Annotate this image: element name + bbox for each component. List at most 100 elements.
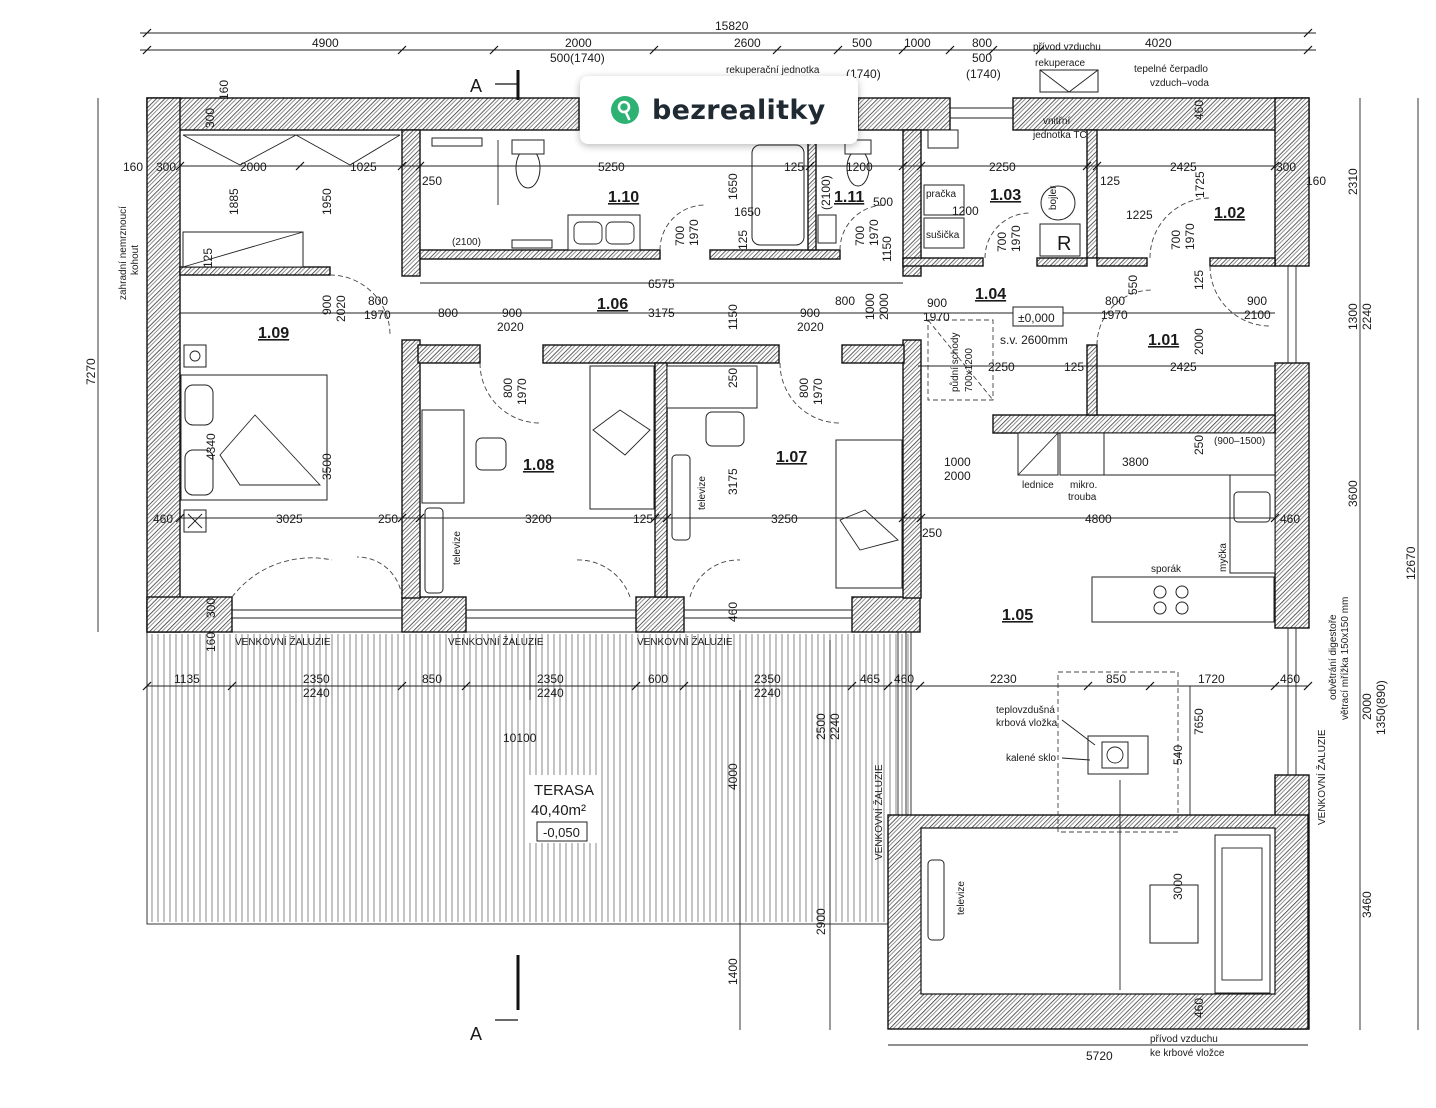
- dim-r1300: 1300: [1346, 303, 1360, 330]
- dim-b4000: 4000: [726, 763, 740, 790]
- dim-i550: 550: [1126, 275, 1140, 295]
- dimension-ticks: [142, 28, 1313, 691]
- dim-b2350c: 2350: [754, 672, 781, 686]
- dim-b465: 465: [860, 672, 880, 686]
- tv-107: [671, 454, 691, 541]
- dim-b1720: 1720: [1198, 672, 1225, 686]
- label-rekuperacni-jednotka: rekuperační jednotka: [726, 65, 820, 76]
- room-label-1-10: 1.10: [608, 189, 639, 206]
- chair-107: [705, 411, 745, 447]
- dim-i2000d: 2000: [944, 469, 971, 483]
- wall-part-2: [419, 249, 661, 260]
- dim-i125g: 125: [633, 512, 653, 526]
- wall-part-3: [709, 249, 841, 260]
- dim-i300b: 300: [1276, 160, 1296, 174]
- doors: [231, 197, 1271, 598]
- label-kalene-sklo: kalené sklo: [1006, 753, 1056, 764]
- furniture: [180, 69, 1276, 994]
- terrace-outline: [146, 631, 912, 925]
- dim-i1970e: 1970: [364, 308, 391, 322]
- dim-i900b: 900: [502, 306, 522, 320]
- room-label-1-04: 1.04: [975, 286, 1006, 303]
- room-label-1-06: 1.06: [597, 296, 628, 313]
- bathtub: [751, 144, 805, 246]
- dim-i6575: 6575: [648, 277, 675, 291]
- desk-108: [421, 409, 465, 504]
- brand-logo[interactable]: bezrealitky: [580, 76, 858, 144]
- label-odvetrani-digestore: odvětrání digestoře: [1328, 614, 1339, 700]
- dim-i460a: 460: [153, 512, 173, 526]
- key-pin-icon: [611, 96, 639, 124]
- dim-i1150a: 1150: [880, 236, 894, 262]
- dim-r3460: 3460: [1360, 891, 1374, 918]
- dim-i1970a: 1970: [687, 219, 701, 246]
- dim-b5720: 5720: [1086, 1049, 1113, 1063]
- label-R: R: [1057, 233, 1071, 255]
- section-marker-bottom: A: [470, 955, 520, 1044]
- kitchen-counter-top: [1103, 432, 1276, 476]
- dim-i1970i: 1970: [811, 378, 825, 405]
- dim-r2240: 2240: [1360, 303, 1374, 330]
- dim-i2000c: 2000: [1192, 328, 1206, 355]
- dim-b2240c: 2240: [754, 686, 781, 700]
- dim-i5250: 5250: [598, 160, 625, 174]
- dim-b460b: 460: [1280, 672, 1300, 686]
- dim-i1970g: 1970: [1101, 308, 1128, 322]
- dim-i1225: 1225: [1126, 208, 1153, 222]
- wall-part-4: [902, 257, 984, 267]
- label-zaluzie-5: VENKOVNÍ ŽALUZIE: [1315, 729, 1328, 825]
- dim-i3175a: 3175: [648, 306, 675, 320]
- label-lednice: lednice: [1022, 480, 1054, 491]
- label-tepelne-cerpadlo: tepelné čerpadlo: [1134, 64, 1208, 75]
- dim-i1000a: 1000: [863, 293, 877, 320]
- dim-i2100a: (2100): [819, 175, 833, 210]
- dim-b850a: 850: [422, 672, 442, 686]
- dim-i800c: 800: [835, 294, 855, 308]
- label-sporak: sporák: [1151, 564, 1182, 575]
- windows: [232, 107, 1297, 815]
- dimension-texts: 15820 4900 2000 500(1740) 2600 500 (1740…: [84, 19, 1418, 1063]
- dim-i1200b: 1200: [952, 204, 979, 218]
- dim-b10100: 10100: [503, 731, 537, 745]
- dim-r2310: 2310: [1346, 168, 1360, 195]
- dim-i2020a: 2020: [334, 295, 348, 322]
- dim-b460c: 460: [1192, 998, 1206, 1018]
- kitchen-island: [1091, 576, 1275, 623]
- dim-i2425b: 2425: [1170, 360, 1197, 374]
- double-sink: [567, 214, 641, 251]
- label-privod-vzduchu-bottom: přívod vzduchu: [1150, 1034, 1218, 1045]
- dim-b2240d: 2240: [828, 713, 842, 740]
- dim-i2020b: 2020: [497, 320, 524, 334]
- terrace-level: -0,050: [543, 825, 580, 840]
- dim-i1150b: 1150: [726, 304, 740, 330]
- dim-b2900: 2900: [814, 908, 828, 935]
- tv-108: [424, 507, 444, 594]
- label-pudni-schody-size: 700x1200: [964, 348, 975, 392]
- wall-int-6: [542, 344, 780, 364]
- dim-i250e: 250: [922, 526, 942, 540]
- dim-i2425a: 2425: [1170, 160, 1197, 174]
- dim-b540: 540: [1171, 745, 1185, 765]
- dim-i2250b: 2250: [988, 360, 1015, 374]
- dim-i700c: 700: [995, 232, 1009, 252]
- dim-i900e: 900: [1247, 294, 1267, 308]
- terrace-name: TERASA: [534, 782, 594, 799]
- dim-i250d: 250: [378, 512, 398, 526]
- dim-b3000: 3000: [1171, 873, 1185, 900]
- label-zaluzie-1: VENKOVNÍ ŽALUZIE: [235, 635, 331, 648]
- label-televize-107: televize: [697, 476, 708, 510]
- dim-i1885: 1885: [227, 188, 241, 215]
- dim-i2000b: 2000: [877, 293, 891, 320]
- wall-int-2: [401, 339, 421, 599]
- dim-i2250: 2250: [989, 160, 1016, 174]
- wall-int-9: [992, 414, 1276, 434]
- recuperation-unit: [1039, 69, 1099, 93]
- label-privod-vzduchu-top: přívod vzduchu: [1033, 42, 1101, 53]
- dim-i2020c: 2020: [797, 320, 824, 334]
- dim-i1950: 1950: [320, 188, 334, 215]
- tv-105: [927, 859, 945, 941]
- dim-i125c: 125: [736, 230, 750, 250]
- wall-int-4: [902, 339, 922, 599]
- room-label-1-08: 1.08: [523, 457, 554, 474]
